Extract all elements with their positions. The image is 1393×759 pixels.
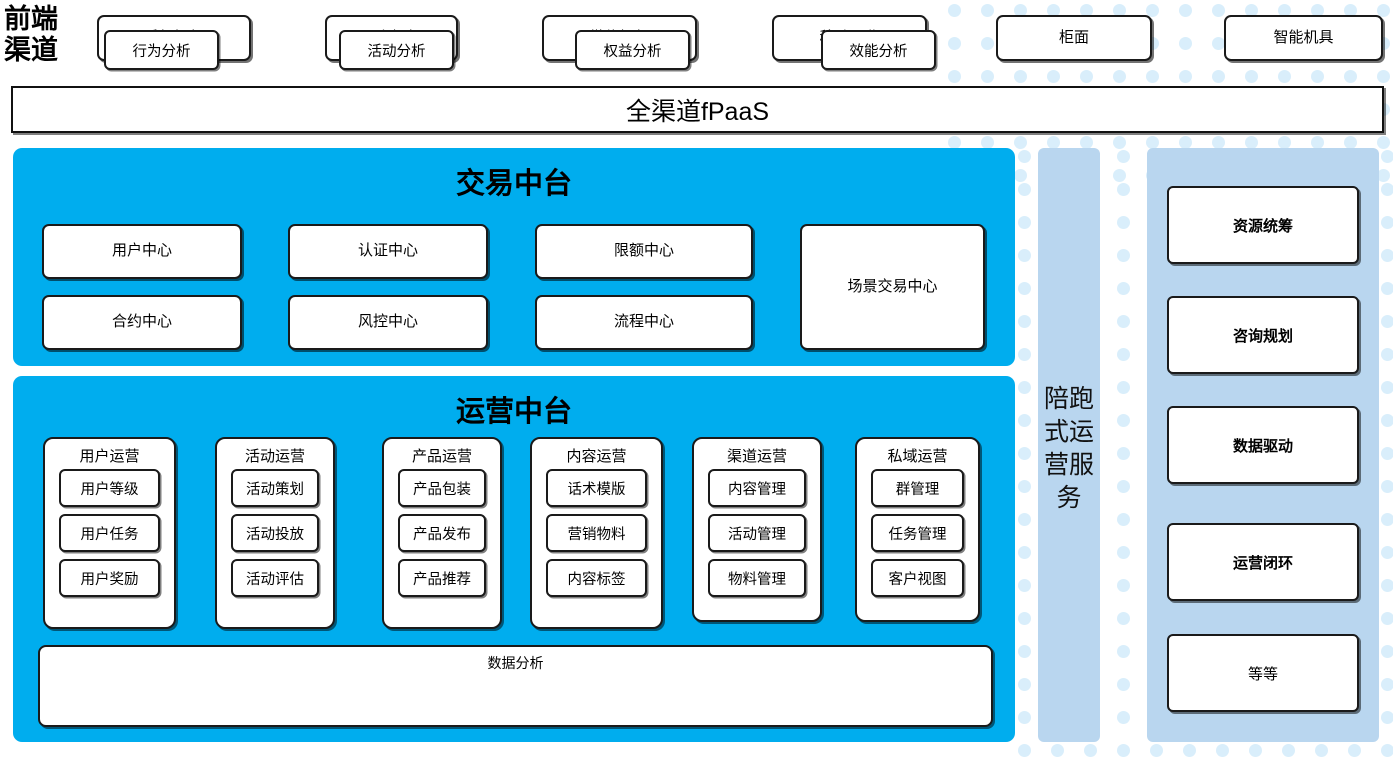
operations-item[interactable]: 活动投放 [231, 514, 319, 552]
capability-box-3[interactable]: 数据驱动 [1167, 406, 1359, 484]
transaction-box-4[interactable]: 合约中心 [42, 295, 242, 350]
operations-item[interactable]: 活动评估 [231, 559, 319, 597]
operations-column-title: 渠道运营 [726, 448, 787, 465]
capability-box-1[interactable]: 资源统筹 [1167, 186, 1359, 264]
operations-platform-title: 运营中台 [455, 396, 572, 428]
capability-box-2[interactable]: 咨询规划 [1167, 296, 1359, 374]
data-analysis-title: 数据分析 [487, 655, 544, 671]
transaction-box-1[interactable]: 用户中心 [42, 224, 242, 279]
operations-item[interactable]: 产品包装 [398, 469, 486, 507]
capability-box-5[interactable]: 等等 [1167, 634, 1359, 712]
operations-column-title: 用户运营 [79, 448, 140, 465]
accompanying-service-label: 陪跑式运营服务 [1043, 385, 1094, 512]
frontend-channel-label: 前端渠道 [4, 4, 58, 65]
operations-item[interactable]: 活动管理 [708, 514, 806, 552]
operations-item[interactable]: 活动策划 [231, 469, 319, 507]
transaction-platform-title: 交易中台 [455, 168, 572, 200]
capability-box-4[interactable]: 运营闭环 [1167, 523, 1359, 601]
data-analysis-item-1[interactable]: 行为分析 [104, 30, 219, 70]
data-analysis-panel: 数据分析 [38, 645, 993, 727]
operations-item[interactable]: 用户任务 [59, 514, 160, 552]
transaction-box-7[interactable]: 场景交易中心 [800, 224, 985, 350]
operations-column-title: 产品运营 [411, 448, 472, 465]
operations-item[interactable]: 产品推荐 [398, 559, 486, 597]
operations-item[interactable]: 群管理 [871, 469, 964, 507]
operations-item[interactable]: 营销物料 [546, 514, 647, 552]
operations-column-title: 私域运营 [887, 448, 948, 465]
operations-item[interactable]: 话术模版 [546, 469, 647, 507]
data-analysis-item-4[interactable]: 效能分析 [821, 30, 936, 70]
operations-item[interactable]: 任务管理 [871, 514, 964, 552]
omnichannel-fpaas-bar: 全渠道fPaaS [11, 86, 1384, 133]
data-analysis-item-3[interactable]: 权益分析 [575, 30, 690, 70]
transaction-box-2[interactable]: 认证中心 [288, 224, 488, 279]
transaction-box-6[interactable]: 流程中心 [535, 295, 753, 350]
operations-item[interactable]: 客户视图 [871, 559, 964, 597]
channel-button-5[interactable]: 柜面 [996, 15, 1152, 61]
operations-item[interactable]: 用户等级 [59, 469, 160, 507]
transaction-box-5[interactable]: 风控中心 [288, 295, 488, 350]
channel-button-6[interactable]: 智能机具 [1224, 15, 1383, 61]
omnichannel-fpaas-label: 全渠道fPaaS [625, 97, 770, 126]
operations-column-title: 内容运营 [566, 448, 627, 465]
operations-item[interactable]: 用户奖励 [59, 559, 160, 597]
transaction-box-3[interactable]: 限额中心 [535, 224, 753, 279]
operations-item[interactable]: 产品发布 [398, 514, 486, 552]
accompanying-service-column [1038, 148, 1100, 742]
operations-item[interactable]: 内容标签 [546, 559, 647, 597]
operations-column-title: 活动运营 [244, 448, 305, 465]
data-analysis-item-2[interactable]: 活动分析 [339, 30, 454, 70]
operations-item[interactable]: 物料管理 [708, 559, 806, 597]
operations-item[interactable]: 内容管理 [708, 469, 806, 507]
